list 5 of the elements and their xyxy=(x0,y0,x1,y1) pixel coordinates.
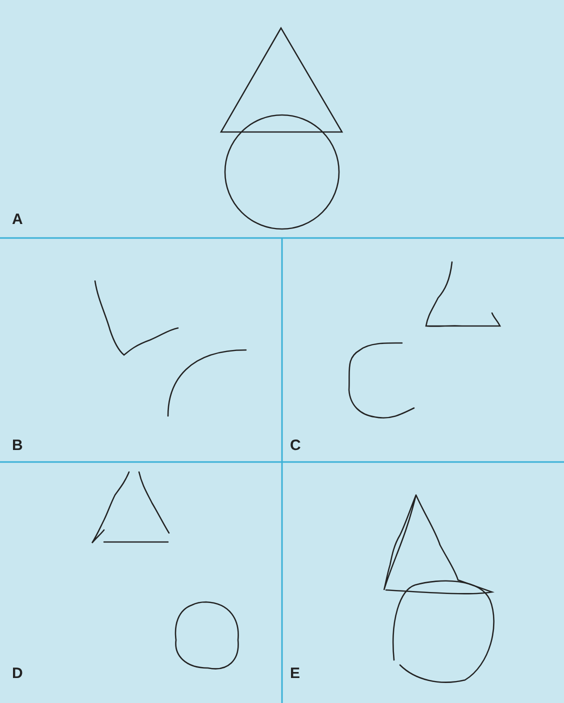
panel-letter: B xyxy=(12,438,23,454)
panel-letter: C xyxy=(290,438,301,454)
panel-letter: A xyxy=(12,212,23,228)
panel-letter: E xyxy=(290,666,300,682)
panel-letter: D xyxy=(12,666,23,682)
